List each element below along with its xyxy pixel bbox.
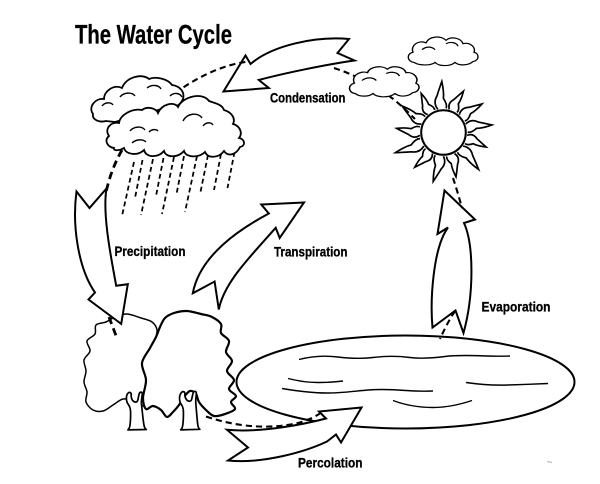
svg-text:Condensation: Condensation bbox=[270, 90, 345, 105]
svg-text:Precipitation: Precipitation bbox=[114, 244, 185, 259]
svg-text:The Water Cycle: The Water Cycle bbox=[75, 19, 232, 49]
svg-text:Transpiration: Transpiration bbox=[274, 244, 347, 259]
svg-text:Evaporation: Evaporation bbox=[481, 299, 550, 314]
svg-text:Percolation: Percolation bbox=[298, 455, 362, 470]
